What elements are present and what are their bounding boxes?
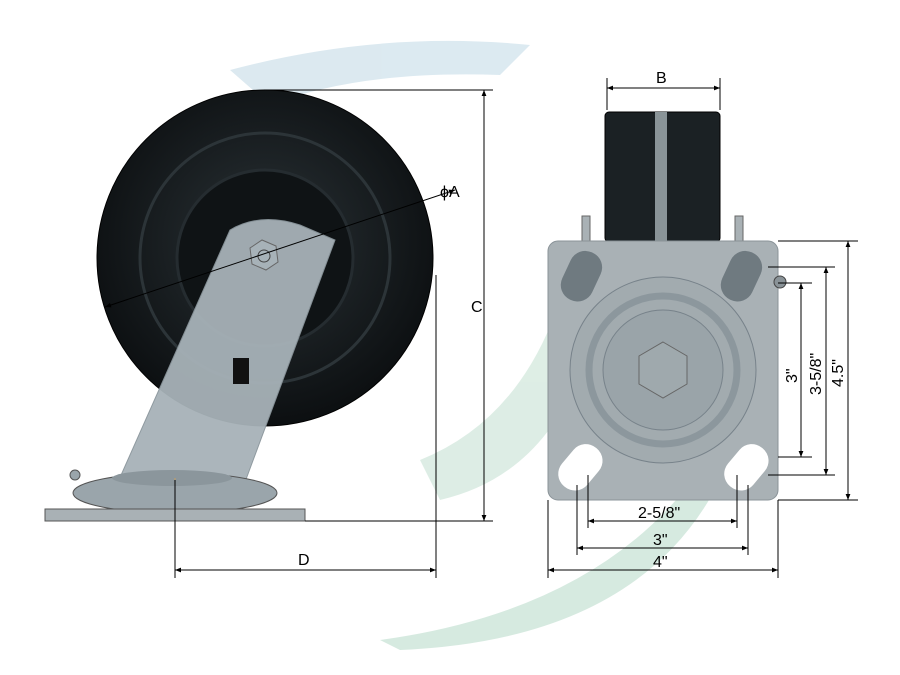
- hex-bolt: [638, 341, 688, 399]
- dimension-4-5-label: 4.5": [830, 359, 847, 387]
- dimension-a-label: ϕA: [440, 184, 460, 201]
- dimension-d-label: D: [298, 552, 310, 569]
- dimension-b-label: B: [656, 70, 667, 87]
- dimension-2-5-8-label: 2-5/8": [638, 505, 680, 522]
- dimension-3-vertical-label: 3": [784, 368, 801, 383]
- dimension-3-horizontal-label: 3": [653, 532, 668, 549]
- dimension-3-5-8-label: 3-5/8": [808, 353, 825, 395]
- side-view: ϕA C D: [44, 89, 493, 578]
- front-view: B 2-5/8" 3" 4" 3" 3-5/8" 4.5": [547, 70, 858, 578]
- dimension-c-label: C: [471, 299, 483, 316]
- mounting-slots: [558, 250, 769, 491]
- dimension-4-label: 4": [653, 554, 668, 571]
